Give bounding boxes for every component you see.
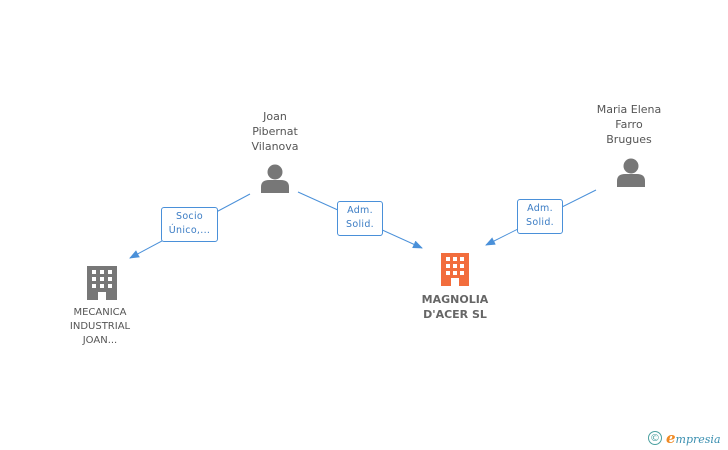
person-name-maria[interactable]: Maria Elena Farro Brugues [596,103,662,146]
building-icon[interactable] [441,253,469,286]
person-icon[interactable] [261,164,289,194]
person-name-joan[interactable]: Joan Pibernat Vilanova [251,110,299,153]
relation-badge[interactable]: Adm. Solid. [517,199,563,234]
copyright-icon: © [648,431,662,445]
brand-logo: empresia [666,429,721,447]
company-name-mecanica[interactable]: MECANICA INDUSTRIAL JOAN... [69,307,131,346]
brand-watermark: © empresia [648,428,721,448]
relation-badge[interactable]: Adm. Solid. [337,201,383,236]
building-icon[interactable] [87,266,117,300]
relation-badge[interactable]: Socio Único,... [161,207,218,242]
company-name-magnolia[interactable]: MAGNOLIA D'ACER SL [421,293,489,321]
person-icon[interactable] [617,158,645,188]
